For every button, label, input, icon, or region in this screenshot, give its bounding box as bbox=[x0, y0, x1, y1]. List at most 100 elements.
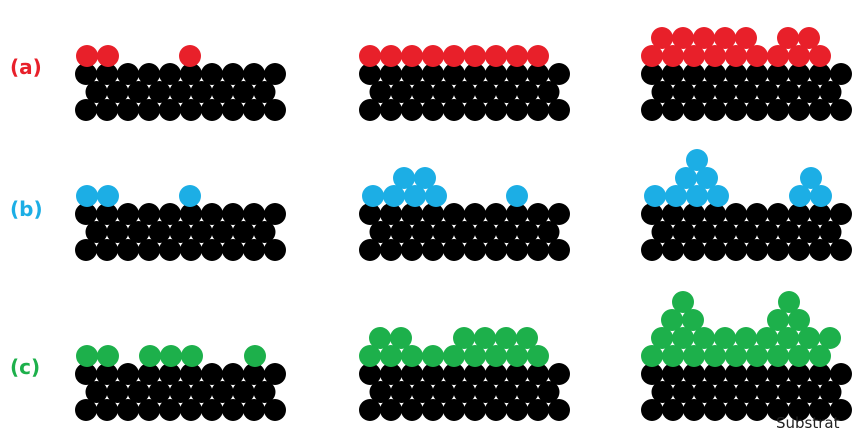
substrate-atom bbox=[830, 99, 852, 121]
substrate-atom bbox=[662, 99, 684, 121]
substrate-atom bbox=[222, 399, 244, 421]
adatom-layer-plus-island bbox=[819, 327, 841, 349]
substrate-atom bbox=[401, 239, 423, 261]
substrate-atom bbox=[506, 399, 528, 421]
adatom-layer-by-layer bbox=[735, 27, 757, 49]
adatom-layer-plus-island bbox=[390, 327, 412, 349]
adatom-layer-by-layer bbox=[651, 27, 673, 49]
adatom-layer-by-layer bbox=[401, 45, 423, 67]
substrate-atom bbox=[809, 239, 831, 261]
substrate-atom bbox=[138, 399, 160, 421]
substrate-atom bbox=[443, 99, 465, 121]
substrate-atom bbox=[201, 99, 223, 121]
adatom-layer-plus-island bbox=[181, 345, 203, 367]
substrate-atom bbox=[662, 399, 684, 421]
substrate-atom bbox=[401, 399, 423, 421]
substrate-atom bbox=[159, 239, 181, 261]
adatom-layer-plus-island bbox=[244, 345, 266, 367]
substrate-atom bbox=[264, 399, 286, 421]
adatom-island bbox=[97, 185, 119, 207]
substrate-atom bbox=[359, 399, 381, 421]
adatom-layer-plus-island bbox=[422, 345, 444, 367]
substrate-atom bbox=[464, 399, 486, 421]
row-label-a: (a) bbox=[10, 55, 42, 79]
adatom-layer-by-layer bbox=[506, 45, 528, 67]
substrate-atom bbox=[443, 399, 465, 421]
adatom-layer-plus-island bbox=[672, 291, 694, 313]
adatom-layer-by-layer bbox=[464, 45, 486, 67]
substrate-atom bbox=[96, 99, 118, 121]
row-label-b: (b) bbox=[10, 197, 43, 221]
substrate-atom bbox=[746, 239, 768, 261]
adatom-island bbox=[800, 167, 822, 189]
substrate-atom bbox=[746, 399, 768, 421]
substrate-atom bbox=[683, 239, 705, 261]
adatom-island bbox=[644, 185, 666, 207]
adatom-layer-by-layer bbox=[798, 27, 820, 49]
substrate-atom bbox=[264, 99, 286, 121]
substrate-atom bbox=[662, 239, 684, 261]
adatom-layer-by-layer bbox=[672, 27, 694, 49]
substrate-atom bbox=[264, 239, 286, 261]
substrate-atom bbox=[641, 399, 663, 421]
substrate-atom bbox=[96, 399, 118, 421]
substrate-atom bbox=[641, 239, 663, 261]
substrate-atom bbox=[725, 239, 747, 261]
substrate-atom bbox=[222, 239, 244, 261]
substrate-atom bbox=[138, 239, 160, 261]
adatom-layer-by-layer bbox=[693, 27, 715, 49]
substrate-atom bbox=[359, 239, 381, 261]
adatom-island bbox=[393, 167, 415, 189]
substrate-atom bbox=[464, 99, 486, 121]
adatom-layer-by-layer bbox=[443, 45, 465, 67]
adatom-layer-by-layer bbox=[359, 45, 381, 67]
substrate-atom bbox=[201, 399, 223, 421]
adatom-layer-plus-island bbox=[139, 345, 161, 367]
adatom-layer-plus-island bbox=[160, 345, 182, 367]
substrate-atom bbox=[401, 99, 423, 121]
adatom-layer-by-layer bbox=[527, 45, 549, 67]
substrate-atom bbox=[683, 399, 705, 421]
substrate-atom bbox=[548, 239, 570, 261]
adatom-island bbox=[506, 185, 528, 207]
adatom-layer-plus-island bbox=[76, 345, 98, 367]
substrate-atom bbox=[75, 399, 97, 421]
substrate-atom bbox=[683, 99, 705, 121]
substrate-atom bbox=[704, 99, 726, 121]
adatom-island bbox=[179, 185, 201, 207]
substrate-atom bbox=[75, 99, 97, 121]
adatom-layer-by-layer bbox=[76, 45, 98, 67]
substrate-atom bbox=[96, 239, 118, 261]
substrate-atom bbox=[180, 399, 202, 421]
substrate-atom bbox=[75, 239, 97, 261]
substrate-atom bbox=[767, 239, 789, 261]
adatom-layer-by-layer bbox=[714, 27, 736, 49]
substrate-atom bbox=[527, 99, 549, 121]
adatom-layer-plus-island bbox=[516, 327, 538, 349]
adatom-layer-plus-island bbox=[97, 345, 119, 367]
substrate-atom bbox=[243, 99, 265, 121]
adatom-island bbox=[76, 185, 98, 207]
substrate-atom bbox=[704, 399, 726, 421]
substrate-atom bbox=[485, 99, 507, 121]
substrate-atom bbox=[641, 99, 663, 121]
substrate-atom bbox=[809, 99, 831, 121]
substrate-atom bbox=[422, 239, 444, 261]
adatom-layer-plus-island bbox=[735, 327, 757, 349]
substrate-atom bbox=[704, 239, 726, 261]
substrate-atom bbox=[180, 239, 202, 261]
adatom-layer-by-layer bbox=[422, 45, 444, 67]
substrate-atom bbox=[767, 99, 789, 121]
adatom-layer-plus-island bbox=[714, 327, 736, 349]
adatom-layer-by-layer bbox=[485, 45, 507, 67]
substrate-atom bbox=[725, 399, 747, 421]
substrate-atom bbox=[222, 99, 244, 121]
substrate-atom bbox=[117, 399, 139, 421]
substrate-atom bbox=[180, 99, 202, 121]
substrate-atom bbox=[725, 99, 747, 121]
adatom-layer-by-layer bbox=[380, 45, 402, 67]
adatom-layer-by-layer bbox=[97, 45, 119, 67]
substrate-atom bbox=[830, 239, 852, 261]
substrate-atom bbox=[548, 399, 570, 421]
